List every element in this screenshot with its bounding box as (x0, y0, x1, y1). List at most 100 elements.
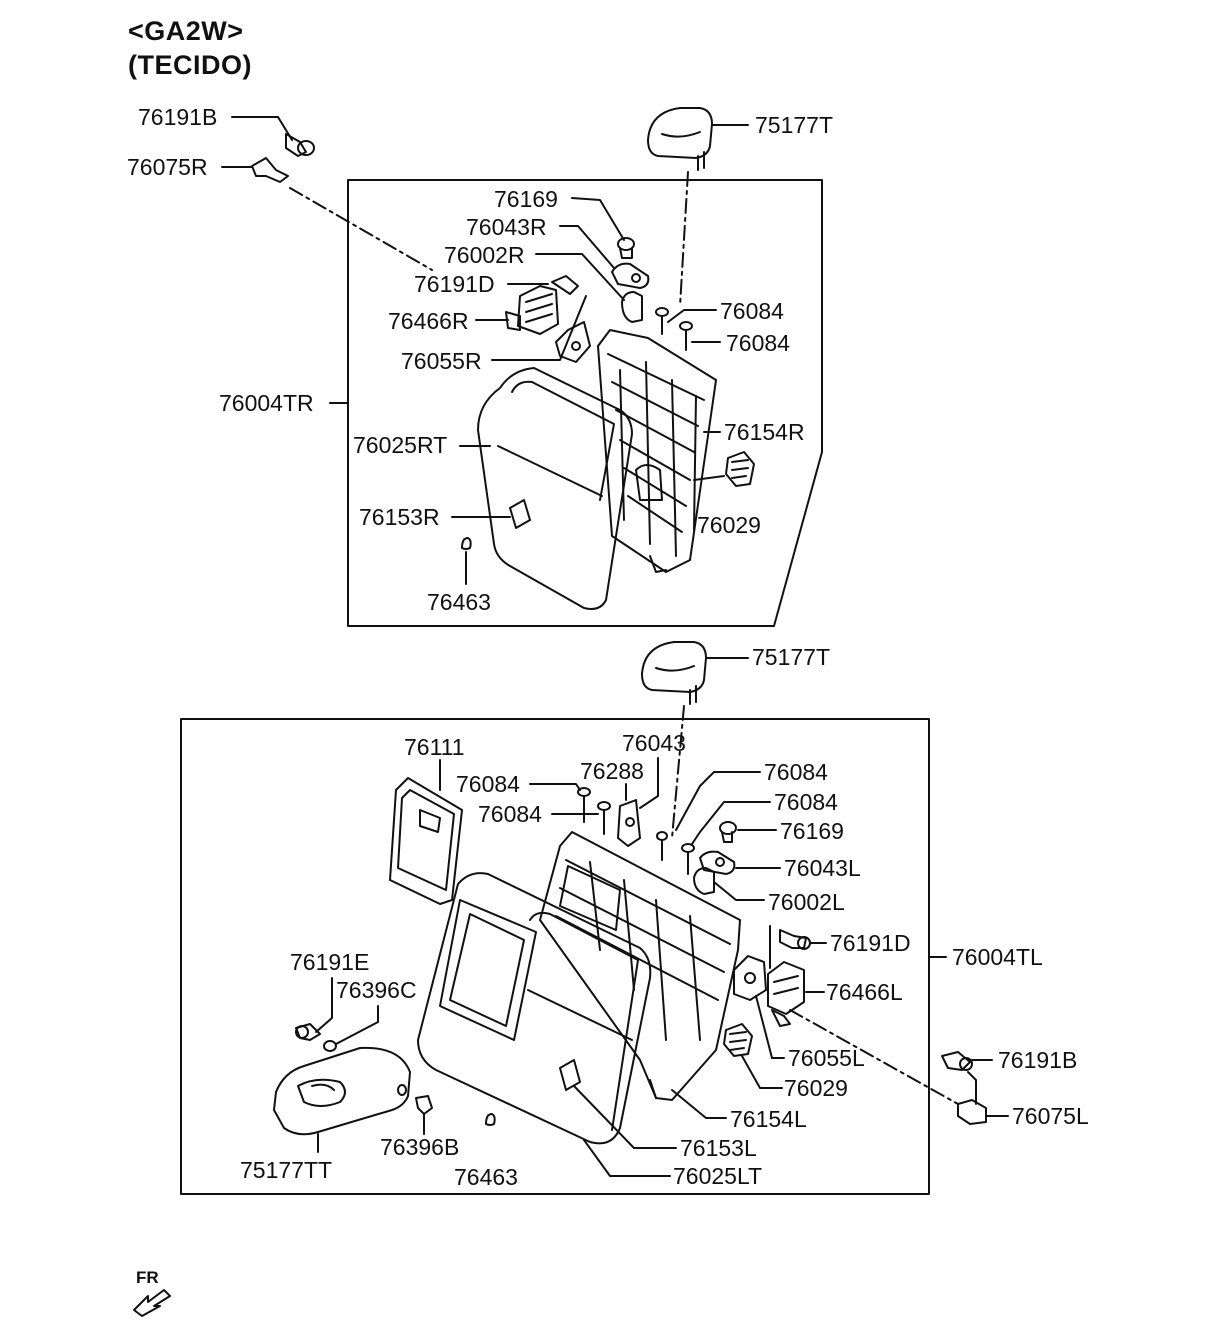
label-76191b-upper: 76191B (138, 104, 218, 130)
bolt-76191d-lower (779, 929, 811, 950)
armrest-75177tt (273, 1046, 411, 1136)
label-76029-upper: 76029 (697, 512, 761, 538)
seatback-cushion-left (417, 872, 652, 1145)
label-76004tr: 76004TR (219, 390, 314, 416)
label-76084c-lower: 76084 (456, 771, 520, 797)
title-model: <GA2W> (128, 16, 244, 46)
bracket-76075r (251, 157, 289, 183)
leader-76084f-lower (691, 801, 771, 845)
label-76169-upper: 76169 (494, 186, 558, 212)
direction-label: FR (136, 1268, 159, 1287)
label-76025lt: 76025LT (673, 1163, 763, 1189)
label-76002r: 76002R (444, 242, 525, 268)
label-76084f-lower: 76084 (774, 789, 838, 815)
label-76191b-lower: 76191B (998, 1047, 1078, 1073)
label-76043r: 76043R (466, 214, 547, 240)
label-76169-lower: 76169 (780, 818, 844, 844)
leader-76169 (571, 197, 625, 241)
leader-76002r (535, 253, 625, 301)
label-76043l: 76043L (784, 855, 861, 881)
headrest-upper (647, 107, 713, 171)
label-75177t-lower: 75177T (752, 644, 831, 670)
label-76084d-lower: 76084 (478, 801, 542, 827)
leader-76396c (335, 1005, 379, 1045)
leader-76043r (559, 225, 615, 269)
leader-76153l (573, 1085, 677, 1149)
leader-76055r (491, 295, 587, 361)
guide-76043l (699, 850, 736, 875)
label-76396c: 76396C (336, 977, 417, 1003)
latch-76055l (733, 955, 767, 1001)
seatback-cushion-right (477, 367, 633, 610)
leader-76084c-lower (529, 783, 581, 791)
bolt-76191d-upper (551, 275, 579, 295)
screw-76084-b (679, 321, 693, 351)
bracket-76075l (957, 1099, 987, 1125)
centerline-headrest-upper (679, 171, 689, 307)
leader-76191b-upper (231, 116, 293, 141)
label-75177tt: 75177TT (240, 1157, 333, 1183)
latch-cover-76466l (767, 961, 805, 1027)
guide-76043r (611, 262, 650, 289)
seatback-frame-right (597, 329, 717, 573)
clip-76463-upper (461, 537, 472, 550)
label-76055r: 76055R (401, 348, 482, 374)
clip-76396b (415, 1095, 433, 1115)
title-variant: (TECIDO) (128, 50, 252, 80)
bolt-76191b-upper (285, 133, 315, 157)
bolt-76191e (295, 1023, 321, 1041)
label-76396b: 76396B (380, 1134, 460, 1160)
release-tag-76153l (559, 1059, 581, 1091)
label-76153l: 76153L (680, 1135, 757, 1161)
leader-76043 (639, 757, 659, 809)
knob-76029-lower (723, 1023, 753, 1057)
screw-76084-c (577, 787, 591, 823)
label-76111: 76111 (404, 734, 465, 760)
label-76466l: 76466L (826, 979, 903, 1005)
screw-76084-f (681, 843, 695, 875)
label-76191e: 76191E (290, 949, 370, 975)
release-tag-76153r (509, 499, 531, 529)
leader-76084e-lower (675, 771, 761, 831)
label-76154r: 76154R (724, 419, 805, 445)
label-76191d-upper: 76191D (414, 271, 495, 297)
label-76055l: 76055L (788, 1045, 865, 1071)
trunk-panel-76111 (389, 777, 463, 905)
leader-76029-upper (693, 475, 725, 481)
latch-cover-76466r (505, 285, 559, 335)
label-76075r: 76075R (127, 154, 208, 180)
knob-76029-upper (725, 451, 755, 487)
screw-76084-d (597, 801, 611, 835)
clip-76396c (323, 1040, 337, 1052)
leader-76191e (315, 977, 333, 1033)
label-76463-lower: 76463 (454, 1164, 518, 1190)
label-76043: 76043 (622, 730, 686, 756)
latch-76055r (555, 321, 591, 363)
label-76029-lower: 76029 (784, 1075, 848, 1101)
leader-76084a-upper (667, 309, 717, 323)
leader-76191b-lower-vertical (967, 1071, 977, 1105)
seatback-frame-left (539, 831, 741, 1101)
label-76084a-upper: 76084 (720, 298, 784, 324)
label-76463-upper: 76463 (427, 589, 491, 615)
label-75177t-upper: 75177T (755, 112, 834, 138)
centerline-76075l (789, 1009, 959, 1105)
guide-cap-76169-lower (719, 821, 737, 843)
label-76075l: 76075L (1012, 1103, 1089, 1129)
bolt-76191b-lower (941, 1051, 973, 1071)
leader-76025lt (583, 1139, 671, 1177)
leader-76002l (713, 881, 765, 901)
guide-cap-76169 (617, 237, 635, 259)
label-76288: 76288 (580, 758, 644, 784)
label-76002l: 76002L (768, 889, 845, 915)
clip-76463-lower (485, 1113, 496, 1126)
label-76466r: 76466R (388, 308, 469, 334)
label-76025rt: 76025RT (353, 432, 448, 458)
label-76191d-lower: 76191D (830, 930, 911, 956)
leader-76154l (671, 1089, 727, 1119)
screw-76084-a (655, 307, 669, 335)
label-76084b-upper: 76084 (726, 330, 790, 356)
screw-76084-e (656, 831, 668, 861)
front-direction-arrow-icon (133, 1289, 171, 1317)
